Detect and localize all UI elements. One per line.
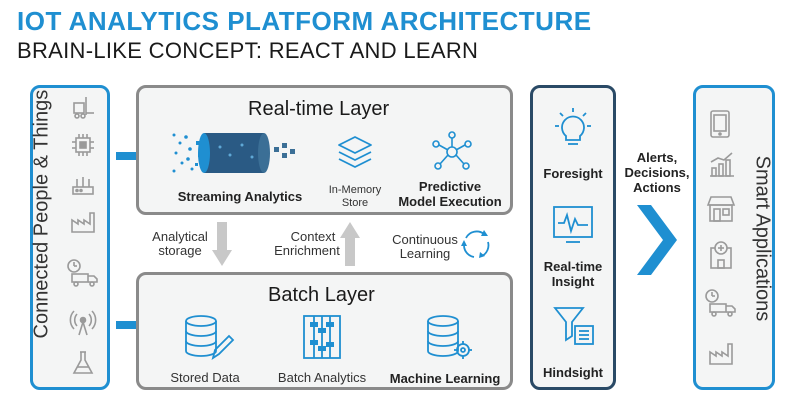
- in-memory-label-2: Store: [341, 197, 369, 209]
- in-memory-label-1: In-Memory: [328, 184, 382, 196]
- stream-cylinder-icon: [172, 133, 295, 173]
- analytical-storage-label-2: storage: [158, 243, 202, 258]
- smart-applications-label: Smart Applications: [751, 155, 774, 322]
- context-enrichment-label-1: Context: [290, 229, 336, 244]
- tablet-icon: [710, 110, 730, 138]
- context-enrichment-label-2: Enrichment: [274, 243, 340, 258]
- connected-things-panel: [30, 85, 110, 390]
- actions-label-1: Alerts,: [636, 150, 678, 165]
- factory-icon: [71, 212, 95, 233]
- truck-clock-icon: [67, 259, 98, 287]
- funnel-document-icon: [553, 307, 594, 345]
- actions-label-2: Decisions,: [624, 165, 690, 180]
- continuous-learning-label-2: Learning: [399, 246, 451, 261]
- bar-chart-icon: [710, 152, 734, 177]
- flask-icon: [72, 351, 94, 374]
- predictive-label-2: Model Execution: [398, 194, 502, 209]
- batch-analytics-label: Batch Analytics: [277, 370, 367, 385]
- lightbulb-icon: [555, 108, 591, 145]
- analytical-storage-label-1: Analytical: [152, 229, 208, 244]
- page-title: IOT ANALYTICS PLATFORM ARCHITECTURE: [17, 6, 592, 36]
- realtime-layer-title: Real-time Layer: [248, 98, 390, 120]
- abacus-icon: [303, 315, 341, 359]
- stack-layers-icon: [338, 136, 372, 168]
- monitor-pulse-icon: [553, 206, 593, 243]
- stored-data-label: Stored Data: [170, 370, 240, 385]
- cycle-arrows-icon: [461, 230, 490, 258]
- arrow-up-icon: [340, 222, 360, 266]
- hindsight-label: Hindsight: [543, 365, 603, 380]
- forklift-icon: [73, 97, 94, 119]
- factory-icon-right: [709, 343, 733, 365]
- machine-learning-label: Machine Learning: [389, 371, 501, 386]
- arrow-down-icon: [212, 222, 232, 266]
- chip-icon: [72, 134, 94, 156]
- connected-things-label: Connected People & Things: [30, 89, 53, 339]
- database-gear-icon: [427, 315, 472, 359]
- continuous-learning-label-1: Continuous: [392, 232, 458, 247]
- smart-applications-panel: [693, 85, 775, 390]
- predictive-label-1: Predictive: [418, 179, 482, 194]
- network-graph-icon: [432, 131, 472, 170]
- realtime-insight-label-1: Real-time: [543, 259, 603, 274]
- hospital-icon: [710, 241, 732, 269]
- store-icon: [706, 196, 736, 222]
- realtime-insight-label-2: Insight: [551, 274, 595, 289]
- router-icon: [72, 177, 94, 195]
- chevron-right-icon: [637, 205, 677, 275]
- actions-label-3: Actions: [633, 180, 681, 195]
- page-subtitle: BRAIN-LIKE CONCEPT: REACT AND LEARN: [17, 38, 479, 63]
- tower-icon: [69, 310, 97, 336]
- batch-layer-title: Batch Layer: [268, 284, 375, 306]
- foresight-label: Foresight: [543, 166, 603, 181]
- database-pencil-icon: [185, 315, 235, 361]
- truck-clock-icon-right: [705, 289, 736, 317]
- streaming-analytics-label: Streaming Analytics: [177, 189, 303, 204]
